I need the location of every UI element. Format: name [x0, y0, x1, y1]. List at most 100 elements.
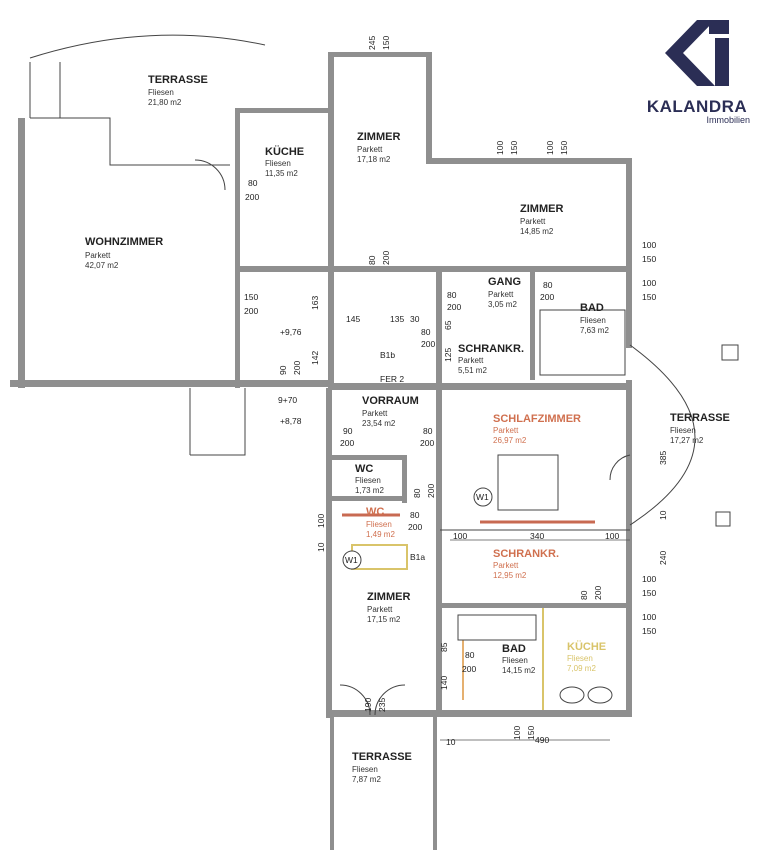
room-label: TERRASSE — [352, 751, 412, 763]
dimension-label: 190 — [363, 698, 373, 712]
dimension-label: 150 — [244, 292, 258, 302]
dimension-label: 140 — [439, 676, 449, 690]
room-label: KÜCHE — [567, 640, 606, 653]
dimension-label: 80 — [447, 290, 457, 300]
kalandra-logo: KALANDRA Immobilien — [632, 18, 762, 125]
dimension-label: 200 — [426, 484, 436, 498]
window-marker-w1: W1 — [476, 492, 489, 502]
dimension-label: 125 — [443, 348, 453, 362]
room-label: 11,35 m2 — [265, 169, 298, 178]
dimension-label: 385 — [658, 451, 668, 465]
dimension-label: 240 — [658, 551, 668, 565]
dimension-label: 340 — [530, 531, 544, 541]
dimension-label: 100 — [453, 531, 467, 541]
room-label: ZIMMER — [520, 203, 563, 215]
annotations: W1 W1 B1a B1b FER 2 9+70 — [278, 350, 493, 570]
room-label: 26,97 m2 — [493, 436, 527, 445]
dimension-label: 200 — [447, 302, 461, 312]
room-label: Parkett — [520, 217, 546, 226]
dimension-label: 245 — [367, 36, 377, 50]
dimension-label: 150 — [642, 254, 656, 264]
dimension-label: 80 — [423, 426, 433, 436]
room-label: Fliesen — [366, 520, 392, 529]
dimension-label: 150 — [526, 726, 536, 740]
dimension-label: 150 — [642, 588, 656, 598]
dimension-label: 90 — [343, 426, 353, 436]
dimension-label: 10 — [446, 737, 456, 747]
dimension-label: 100 — [642, 574, 656, 584]
room-label: SCHRANKR. — [493, 548, 559, 560]
room-label: Fliesen — [670, 426, 696, 435]
room-label: WC — [355, 463, 373, 475]
room-label: 14,85 m2 — [520, 227, 554, 236]
dimension-label: 200 — [593, 586, 603, 600]
room-label: Fliesen — [355, 476, 381, 485]
room-label: Parkett — [357, 145, 383, 154]
room-label: Parkett — [458, 356, 484, 365]
dimension-label: 80 — [543, 280, 553, 290]
room-label: Parkett — [493, 426, 519, 435]
dimension-label: 100 — [545, 141, 555, 155]
dimension-label: 145 — [346, 314, 360, 324]
room-label: 17,15 m2 — [367, 615, 401, 624]
room-label: Fliesen — [567, 654, 593, 663]
room-label: VORRAUM — [362, 395, 419, 407]
room-label: 42,07 m2 — [85, 261, 119, 270]
dimension-label: 135 — [390, 314, 404, 324]
dimension-label: 200 — [462, 664, 476, 674]
marker-b1a: B1a — [410, 552, 425, 562]
dimension-label: 65 — [443, 320, 453, 330]
dimension-label: 10 — [658, 510, 668, 520]
dimension-label: 80 — [579, 590, 589, 600]
room-label: BAD — [502, 643, 526, 655]
logo-subtitle: Immobilien — [706, 115, 750, 125]
dimension-label: 100 — [642, 612, 656, 622]
dimension-label: 100 — [495, 141, 505, 155]
dimension-label: +8,78 — [280, 416, 302, 426]
dimension-label: 200 — [340, 438, 354, 448]
room-label: 1,73 m2 — [355, 486, 384, 495]
logo-mark-icon — [665, 20, 729, 86]
room-label: TERRASSE — [670, 412, 730, 424]
dimension-label: 200 — [540, 292, 554, 302]
room-label: Fliesen — [148, 88, 174, 97]
dimension-label: 150 — [642, 626, 656, 636]
dimension-label: 80 — [465, 650, 475, 660]
room-label: 14,15 m2 — [502, 666, 536, 675]
dimension-label: 200 — [292, 361, 302, 375]
dimension-label: 200 — [244, 306, 258, 316]
dimension-labels: 245 150 100 150 100 150 80 200 80 200 10… — [244, 36, 668, 747]
room-label: ZIMMER — [367, 591, 410, 603]
room-label: 7,63 m2 — [580, 326, 609, 335]
walls — [10, 52, 632, 850]
room-label: SCHRANKR. — [458, 343, 524, 355]
room-label: 3,05 m2 — [488, 300, 517, 309]
dimension-label: 100 — [605, 531, 619, 541]
dimension-label: 200 — [420, 438, 434, 448]
dimension-label: 142 — [310, 351, 320, 365]
dimension-label: 150 — [509, 141, 519, 155]
dimension-label: 163 — [310, 296, 320, 310]
marker-b1b: B1b — [380, 350, 395, 360]
dimension-label: 235 — [377, 698, 387, 712]
room-label: Fliesen — [352, 765, 378, 774]
level-marker: 9+70 — [278, 395, 297, 405]
dimension-label: 490 — [535, 735, 549, 745]
room-label: 7,87 m2 — [352, 775, 381, 784]
room-label: KÜCHE — [265, 145, 304, 158]
window-marker-w1-2: W1 — [345, 555, 358, 565]
room-label: Fliesen — [580, 316, 606, 325]
dimension-label: 150 — [642, 292, 656, 302]
